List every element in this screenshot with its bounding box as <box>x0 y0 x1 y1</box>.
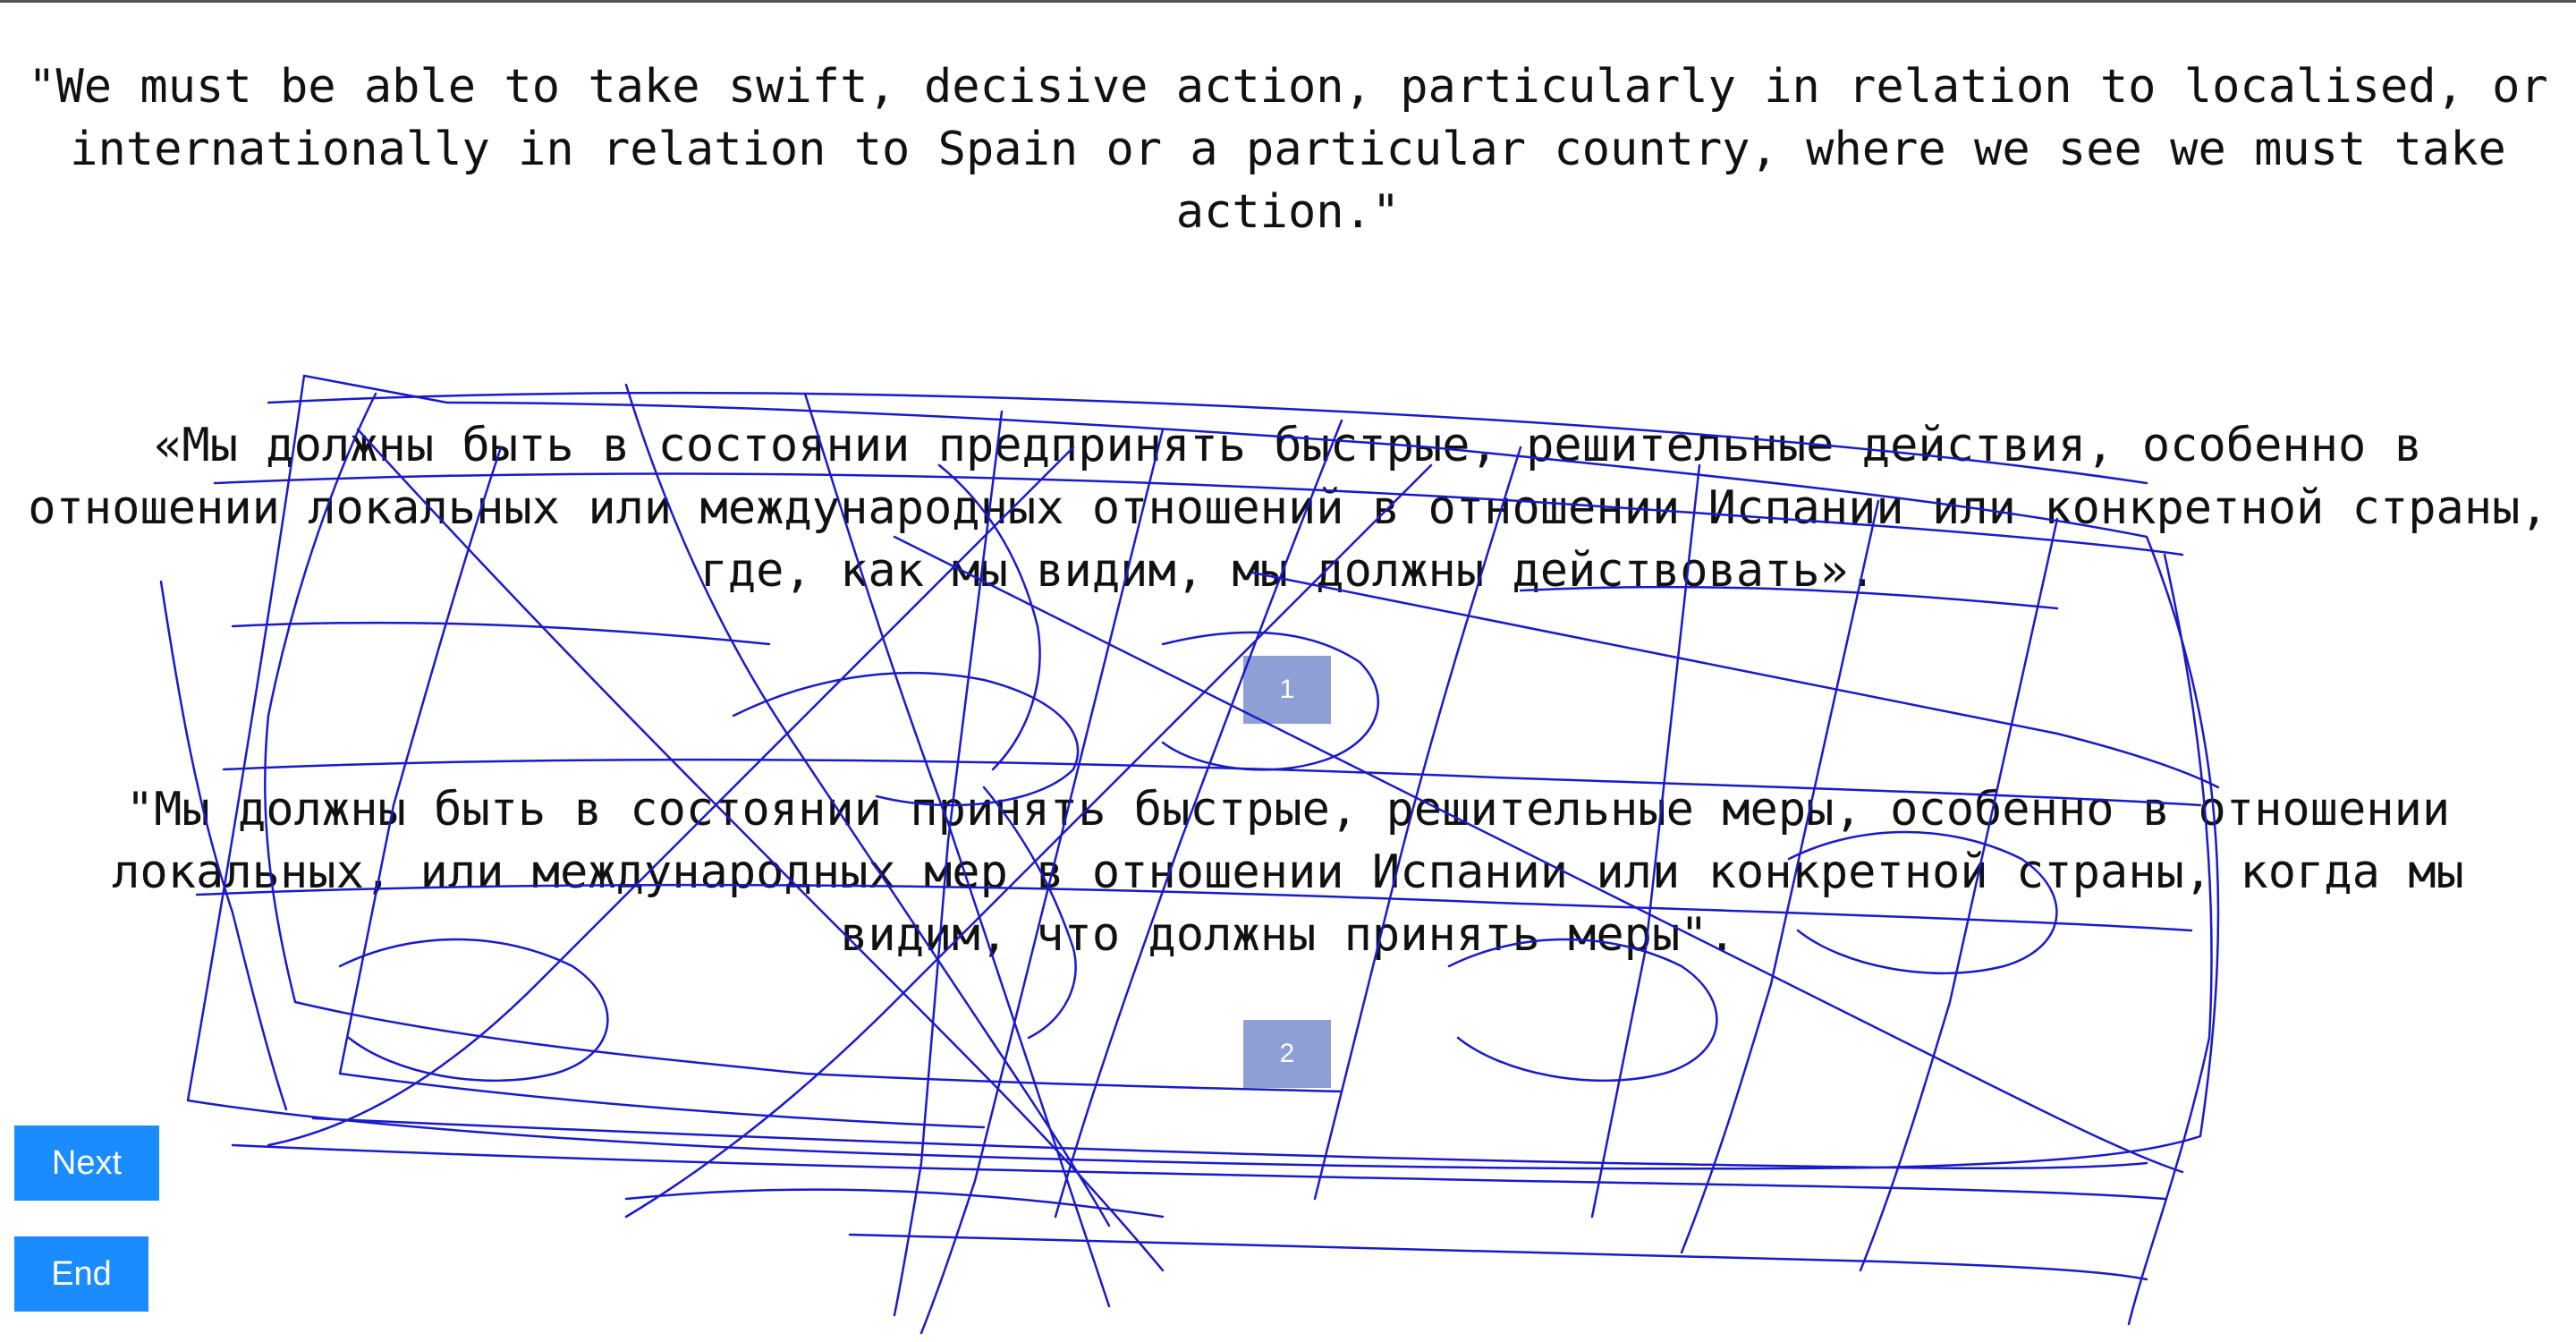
end-button[interactable]: End <box>14 1236 148 1312</box>
translation-1-marker[interactable]: 1 <box>1243 656 1331 724</box>
scribble-stroke <box>231 621 771 646</box>
scribble-stroke <box>231 1143 2166 1201</box>
scribble-stroke <box>311 1117 2148 1170</box>
translation-2-marker[interactable]: 2 <box>1243 1020 1331 1088</box>
scribble-stroke <box>1250 571 2220 789</box>
scribble-stroke <box>624 1188 1165 1219</box>
translation-option-2[interactable]: "Мы должны быть в состоянии принять быст… <box>112 783 2464 962</box>
source-sentence: "We must be able to take swift, decisive… <box>28 60 2548 239</box>
scribble-stroke <box>848 1233 2148 1281</box>
translation-option-1[interactable]: «Мы должны быть в состоянии предпринять … <box>28 419 2548 598</box>
next-button[interactable]: Next <box>14 1125 159 1201</box>
top-divider <box>0 0 2576 3</box>
